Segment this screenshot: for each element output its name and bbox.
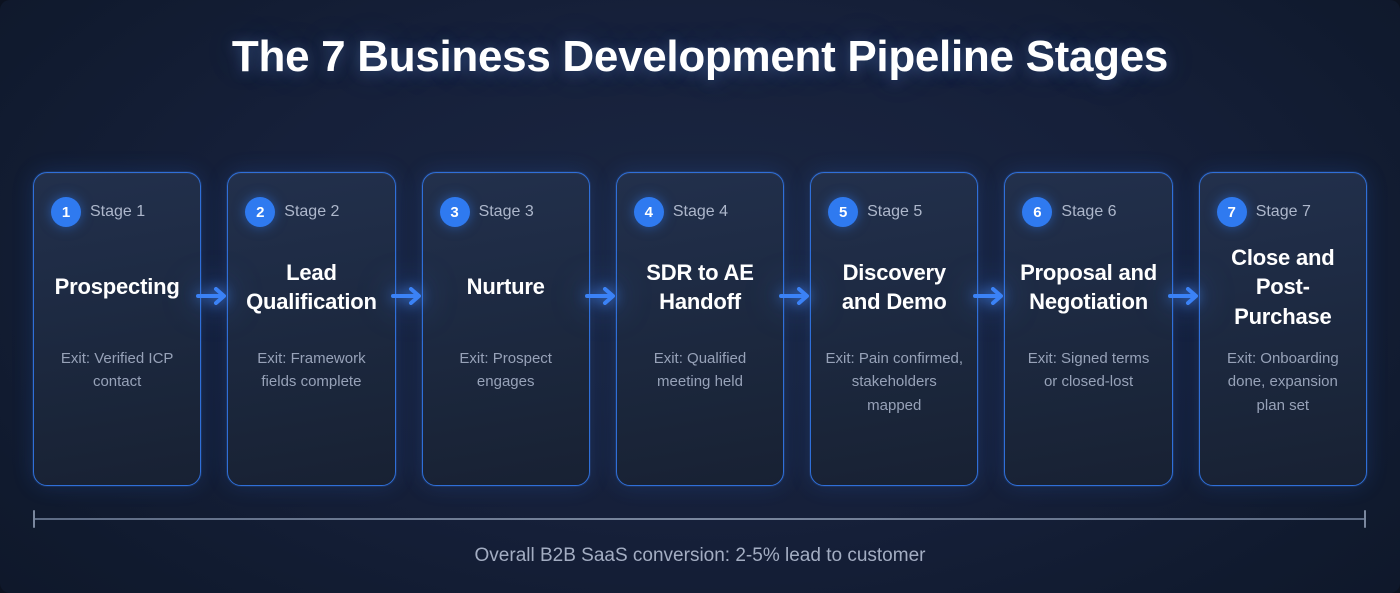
- stage-label: Stage 2: [284, 203, 340, 220]
- stage-number-badge: 6: [1022, 197, 1053, 227]
- stage-exit-criteria: Exit: Verified ICP contact: [60, 350, 174, 391]
- stage-exit-container: Exit: Prospect engages: [435, 347, 577, 467]
- stage-exit-container: Exit: Qualified meeting held: [629, 347, 771, 467]
- stage-title: Discovery and Demo: [841, 259, 947, 314]
- stage-exit-criteria: Exit: Signed terms or closed-lost: [1027, 350, 1150, 391]
- stage-number-badge: 3: [439, 197, 470, 227]
- stage-card-header: 2 Stage 2: [240, 197, 382, 227]
- stage-card-header: 7 Stage 7: [1212, 197, 1354, 227]
- stage-label: Stage 1: [90, 203, 146, 220]
- stage-label: Stage 3: [478, 203, 534, 220]
- stage-exit-container: Exit: Signed terms or closed-lost: [1017, 347, 1159, 467]
- stage-number-badge: 4: [633, 197, 664, 227]
- stage-exit-criteria: Exit: Qualified meeting held: [653, 350, 747, 391]
- stage-title-container: Discovery and Demo: [823, 227, 965, 347]
- stage-title: SDR to AE Handoff: [646, 259, 754, 314]
- stage-title: Proposal and Negotiation: [1020, 259, 1158, 314]
- stage-label: Stage 6: [1061, 203, 1117, 220]
- stage-title: Nurture: [466, 274, 545, 300]
- stage-card-header: 3 Stage 3: [435, 197, 577, 227]
- stage-exit-criteria: Exit: Framework fields complete: [257, 350, 366, 391]
- stage-exit-container: Exit: Onboarding done, expansion plan se…: [1212, 347, 1354, 467]
- stage-card-header: 6 Stage 6: [1017, 197, 1159, 227]
- stage-title: Lead Qualification: [246, 259, 377, 314]
- stage-exit-container: Exit: Framework fields complete: [240, 347, 382, 467]
- stage-title: Close and Post-Purchase: [1231, 245, 1335, 329]
- stage-title: Prospecting: [54, 274, 180, 300]
- stage-title-container: Prospecting: [46, 227, 188, 347]
- stage-card-header: 1 Stage 1: [46, 197, 188, 227]
- stage-title-container: Close and Post-Purchase: [1212, 227, 1354, 347]
- stage-title-container: Proposal and Negotiation: [1017, 227, 1159, 347]
- stage-exit-criteria: Exit: Prospect engages: [459, 350, 552, 391]
- stage-label: Stage 4: [672, 203, 728, 220]
- stage-exit-criteria: Exit: Onboarding done, expansion plan se…: [1226, 350, 1339, 414]
- stage-title-container: SDR to AE Handoff: [629, 227, 771, 347]
- stage-label: Stage 5: [867, 203, 923, 220]
- stage-number-badge: 1: [51, 197, 81, 227]
- stage-exit-container: Exit: Pain confirmed, stakeholders mappe…: [823, 347, 965, 467]
- stage-title-container: Nurture: [435, 227, 577, 347]
- stage-exit-container: Exit: Verified ICP contact: [46, 347, 188, 467]
- stage-label: Stage 7: [1255, 203, 1311, 220]
- span-cap-right: [1364, 510, 1366, 528]
- stage-exit-criteria: Exit: Pain confirmed, stakeholders mappe…: [825, 350, 964, 414]
- stage-title-container: Lead Qualification: [240, 227, 382, 347]
- stage-card-header: 4 Stage 4: [629, 197, 771, 227]
- overall-conversion-note: Overall B2B SaaS conversion: 2-5% lead t…: [474, 545, 926, 566]
- span-cap-left: [33, 510, 35, 528]
- page-title: The 7 Business Development Pipeline Stag…: [231, 32, 1169, 81]
- stage-number-badge: 7: [1216, 197, 1247, 227]
- stage-card-header: 5 Stage 5: [823, 197, 965, 227]
- stage-number-badge: 2: [245, 197, 276, 227]
- overall-span-line: [33, 518, 1366, 520]
- stage-number-badge: 5: [828, 197, 859, 227]
